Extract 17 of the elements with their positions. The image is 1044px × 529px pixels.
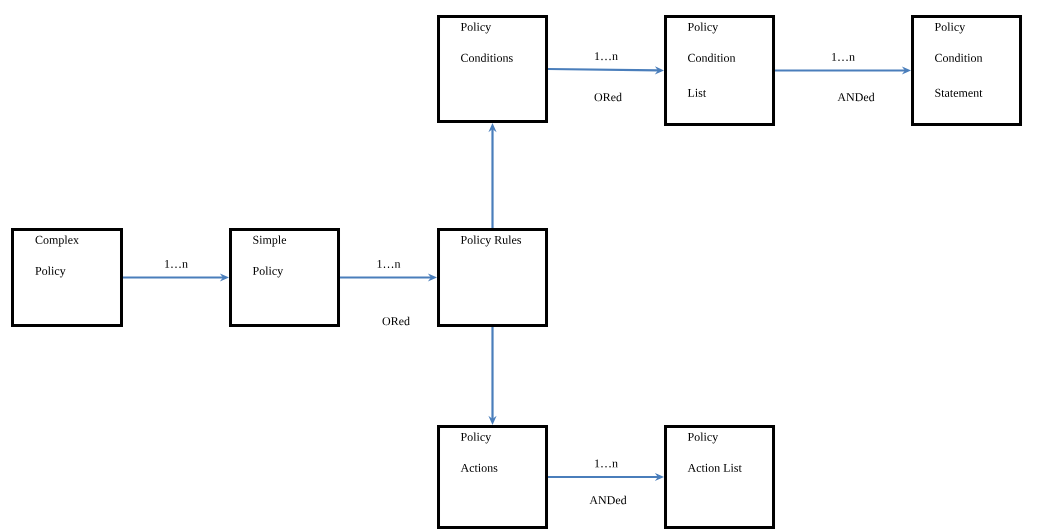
relation-note: ANDed xyxy=(837,92,875,102)
relation-note: ORed xyxy=(382,316,410,326)
relation-note: ORed xyxy=(594,92,622,102)
edge-label: 1…n xyxy=(165,259,188,268)
box: Policy Actions xyxy=(437,425,548,529)
edge-label: 1…n xyxy=(832,52,855,61)
box: Complex Policy xyxy=(11,228,123,327)
edge-label: 1…n xyxy=(595,52,618,61)
edge-label: 1…n xyxy=(595,459,618,468)
box: Policy Rules xyxy=(437,228,548,327)
relation-note: ANDed xyxy=(589,495,627,505)
edge-label: 1…n xyxy=(377,259,401,268)
box: Simple Policy xyxy=(229,228,340,327)
box: Policy Condition Statement xyxy=(911,15,1022,126)
box: Policy Action List xyxy=(664,425,775,529)
box: Policy Conditions xyxy=(437,15,548,123)
box: Policy Condition List xyxy=(664,15,775,126)
